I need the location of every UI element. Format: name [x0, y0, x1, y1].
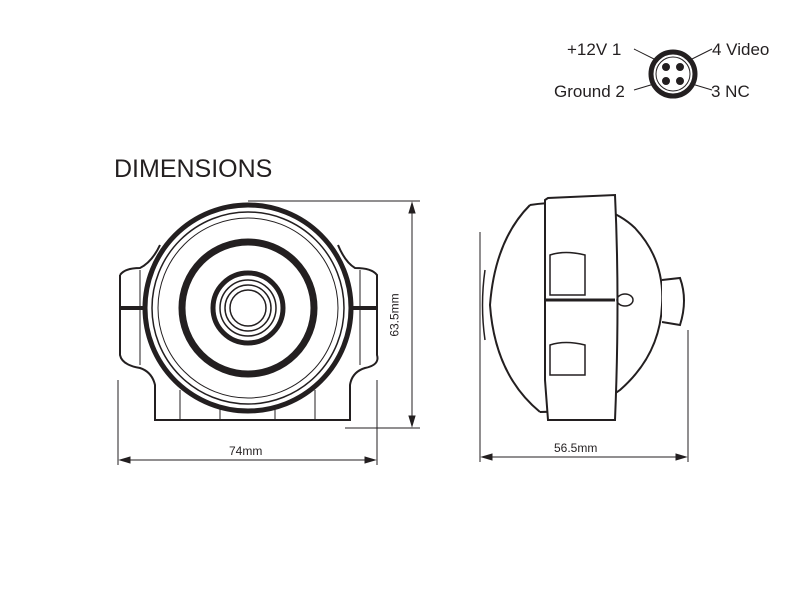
- pin-1-label: +12V 1: [567, 40, 622, 59]
- front-dimension-lines: [117, 200, 420, 465]
- pin-2-label: Ground 2: [554, 82, 625, 101]
- front-height-label: 63.5mm: [387, 293, 402, 337]
- front-view: [119, 202, 379, 421]
- side-depth-label: 56.5mm: [554, 441, 598, 455]
- page-title: DIMENSIONS: [114, 155, 273, 183]
- side-view: [481, 193, 685, 421]
- pin-3-label: 3 NC: [711, 82, 750, 101]
- pin-4-label: 4 Video: [712, 40, 770, 59]
- front-width-label: 74mm: [229, 444, 263, 458]
- connector-pinout-icon: [633, 48, 713, 99]
- side-dimension-lines: [479, 232, 689, 462]
